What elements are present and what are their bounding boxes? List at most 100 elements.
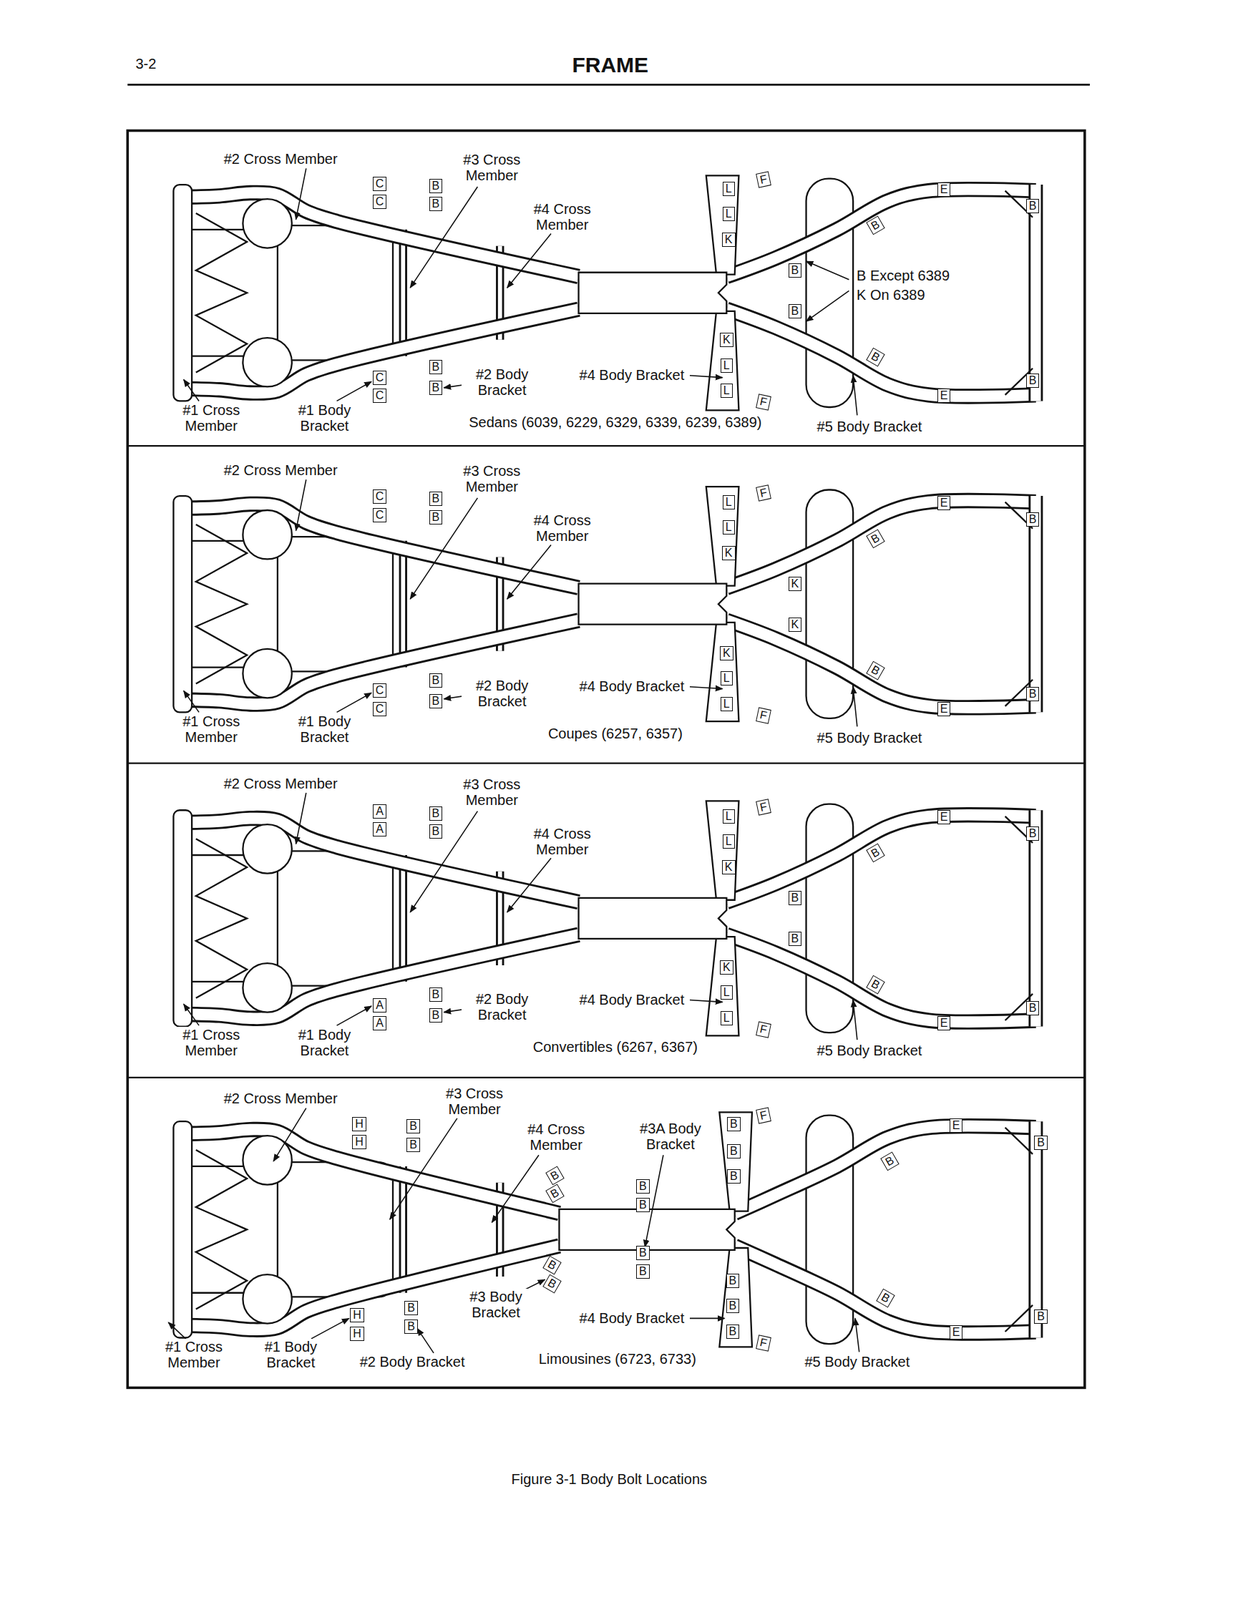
part-label: #5 Body Bracket [815,418,924,435]
part-label: #4 Cross Member [521,825,604,858]
bolt-letter: C [375,389,385,402]
cross-member-2 [277,225,393,360]
cross-member-1 [173,184,192,401]
leader-line [689,686,723,690]
bolt-letter-box: A [372,998,387,1013]
bolt-letter-box: L [720,358,733,373]
part-label: #2 Cross Member [222,1090,340,1107]
bolt-letter-box: F [755,484,772,501]
part-label: #3 Cross Member [450,776,533,808]
frame-rail [726,189,1036,277]
bolt-letter: L [723,697,730,710]
frame-rail-inner [726,500,1036,589]
part-label: #4 Cross Member [515,1121,597,1153]
bolt-letter: B [729,1117,738,1130]
cross-member-2 [277,536,393,672]
front-bracing [196,213,247,373]
chassis-frame [173,800,1036,1036]
frame-rail-inner [400,855,406,982]
chassis-frame [173,486,1036,722]
bolt-letter: H [352,1327,362,1340]
cross-member-1 [173,495,192,713]
bolt-letter-box: B [636,1264,650,1279]
bolt-letter-box: C [372,176,388,192]
bolt-letter-box: B [1026,826,1040,841]
front-bracing [191,981,250,983]
bolt-letter-box: L [720,383,733,398]
part-label: B Except 6389 [855,267,952,284]
front-bracing [191,355,250,358]
bolt-letter-box: B [1026,512,1040,527]
bolt-letter-box: B [788,931,803,947]
bolt-letter: B [432,492,441,505]
bolt-letter-box: B [429,694,443,709]
bolt-letter: E [940,702,949,715]
bolt-letter: B [1029,374,1037,387]
bolt-letter: C [375,702,385,715]
part-label: #4 Body Bracket [578,367,687,383]
bolt-letter-box: B [865,216,885,236]
bolt-letter-box: B [429,380,443,396]
bolt-letter-box: B [542,1255,562,1276]
panel-divider [127,762,1085,765]
front-bracing [196,838,247,998]
bolt-letter: L [725,810,733,823]
figure-caption: Figure 3-1 Body Bolt Locations [510,1471,710,1488]
frame-rail [186,817,579,902]
bolt-letter-box: B [865,347,885,368]
part-label: #5 Body Bracket [802,1353,911,1370]
bolt-letter-box: L [720,985,733,1000]
part-label: #5 Body Bracket [815,729,924,746]
bolt-letter: B [729,1144,738,1158]
leader-line [183,690,199,713]
part-label: #4 Cross Member [521,201,604,233]
leader-line [507,858,552,913]
part-label: Coupes (6257, 6357) [546,725,685,742]
bolt-letter-box: E [937,182,952,197]
bolt-letter-box: F [755,1107,772,1124]
bolt-letter-box: B [636,1179,650,1194]
bolt-letter: B [729,1274,738,1287]
bolt-letter-box: B [404,1319,418,1334]
bolt-letter: B [868,218,882,233]
front-bracing [191,540,250,542]
bolt-letter-box: K [788,576,803,592]
kickup-outline [806,1115,854,1344]
bolt-letter-box: B [429,491,443,506]
bolt-letter: B [791,932,800,945]
bolt-letter-box: C [372,702,388,717]
bolt-letter: B [1029,827,1037,840]
bolt-letter-box: L [720,696,733,712]
bolt-letter: B [432,1008,441,1022]
bolt-letter-box: F [755,1334,772,1352]
bolt-letter-box: H [352,1134,367,1150]
bolt-letter-box: C [372,489,388,504]
bolt-letter: B [409,1119,418,1133]
part-label: #4 Cross Member [521,512,604,544]
bolt-letter: B [1029,199,1037,212]
bolt-letter-box: A [372,804,387,819]
frame-rail-inner [186,1245,560,1330]
frame-rail-inner [726,934,1036,1022]
frame-rail [186,503,579,588]
bolt-letter-box: B [429,806,443,821]
bolt-letter: K [724,860,733,874]
x-member-center [578,583,728,625]
bolt-letter: B [1036,1136,1045,1149]
bolt-letter-box: B [1034,1309,1048,1324]
gusset [1005,1305,1034,1332]
frame-rail-inner [734,1126,1037,1214]
bolt-letter: F [758,1108,768,1123]
bolt-letter: F [758,800,768,814]
bolt-letter: E [940,183,949,196]
body-bracket-outrigger [706,800,740,900]
front-bracing [196,524,247,684]
header-rule [127,83,1090,86]
body-bracket-outrigger [706,622,740,722]
bolt-letter-box: B [865,661,885,681]
cross-member-2 [277,1162,393,1297]
spring-pocket [242,649,292,698]
bolt-letter-box: B [429,359,443,375]
part-label: #3A Body Bracket [626,1120,715,1153]
bolt-letter: B [432,694,441,708]
